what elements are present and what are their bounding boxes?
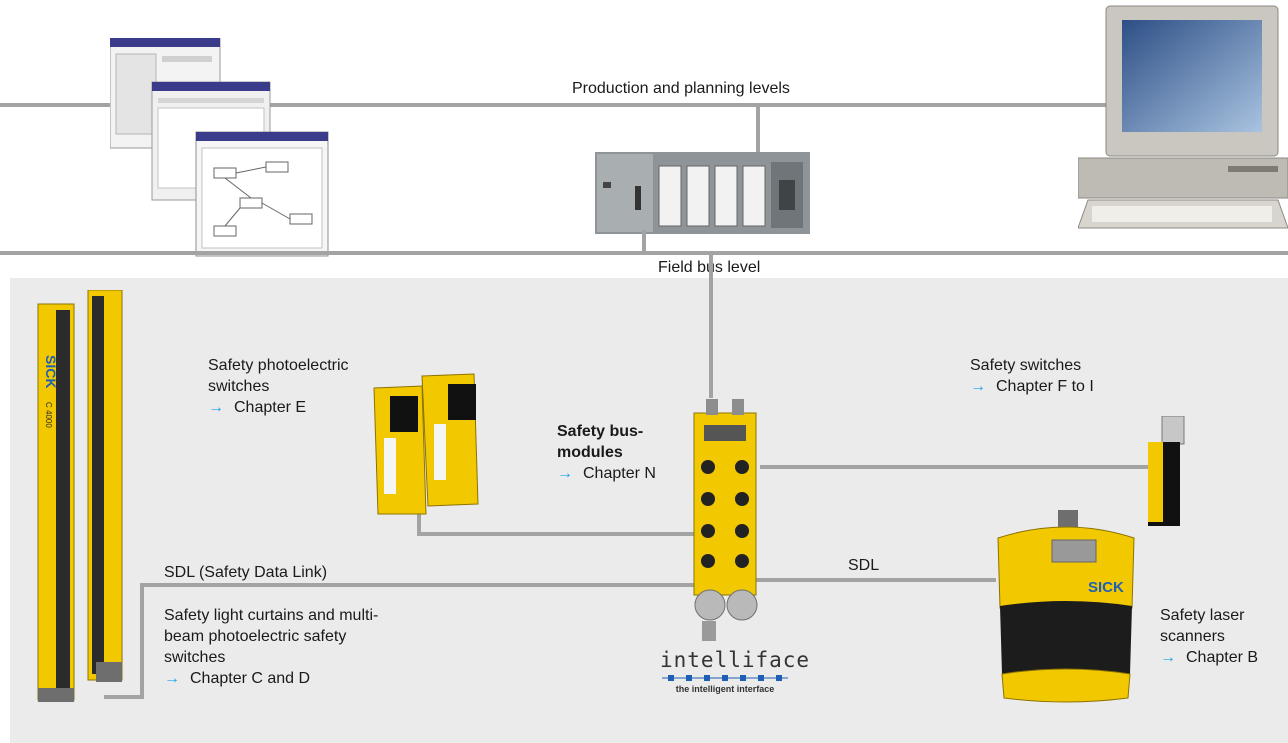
busmodules-chapter-link[interactable]: → Chapter N xyxy=(557,463,656,484)
lightcurtains-chapter-text: Chapter C and D xyxy=(190,670,311,687)
curtain-model-text: C 4000 xyxy=(44,402,53,428)
curtain-link-line xyxy=(104,695,144,699)
field-bus-line xyxy=(0,251,1288,255)
intelliface-dots-graphic xyxy=(662,675,788,681)
switches-label-line1: Safety switches xyxy=(970,357,1082,374)
plc-controller-illustration xyxy=(595,152,810,234)
laserscanners-label-line1: Safety laser xyxy=(1160,607,1245,624)
intelliface-logo: intelliface the intelligent interface xyxy=(660,648,811,694)
lightcurtains-label-line2: beam photoelectric safety xyxy=(164,628,347,645)
lightcurtains-label-line1: Safety light curtains and multi- xyxy=(164,607,379,624)
photoelectric-label-line2: switches xyxy=(208,378,270,395)
sdl-left-line xyxy=(140,583,702,587)
switches-label: Safety switches → Chapter F to I xyxy=(970,355,1094,397)
lightcurtains-chapter-link[interactable]: → Chapter C and D xyxy=(164,668,378,689)
software-window-3 xyxy=(195,131,329,257)
arrow-right-icon: → xyxy=(970,378,986,395)
curtain-brand-text: SICK xyxy=(43,355,59,388)
sdl-right-label: SDL xyxy=(848,557,880,574)
laser-scanner-illustration: SICK xyxy=(997,510,1135,703)
busmodules-label-line2: modules xyxy=(557,444,623,461)
photoelectric-to-busmodule-hline xyxy=(417,532,699,536)
arrow-right-icon: → xyxy=(1160,649,1176,666)
busmodules-label-line1: Safety bus- xyxy=(557,423,644,440)
scanner-brand-text: SICK xyxy=(1088,579,1124,596)
busmodules-chapter-text: Chapter N xyxy=(583,465,656,482)
switches-chapter-text: Chapter F to I xyxy=(996,378,1094,395)
plc-fieldbus-drop xyxy=(642,230,646,253)
software-windows-illustration xyxy=(110,38,329,257)
arrow-right-icon: → xyxy=(557,465,573,482)
production-bus-line xyxy=(0,103,1110,107)
arrow-right-icon: → xyxy=(208,399,224,416)
production-level-label: Production and planning levels xyxy=(572,80,790,97)
photoelectric-label-line1: Safety photoelectric xyxy=(208,357,349,374)
computer-workstation-illustration xyxy=(1078,5,1288,229)
sdl-left-drop xyxy=(140,583,144,699)
laserscanners-label: Safety laser scanners → Chapter B xyxy=(1160,605,1258,668)
photoelectric-chapter-text: Chapter E xyxy=(234,399,307,416)
photoelectric-label: Safety photoelectric switches → Chapter E xyxy=(208,355,349,418)
laserscanners-label-line2: scanners xyxy=(1160,628,1225,645)
lightcurtains-label: Safety light curtains and multi- beam ph… xyxy=(164,605,378,689)
laserscanners-chapter-link[interactable]: → Chapter B xyxy=(1160,647,1258,668)
intelliface-tagline: the intelligent interface xyxy=(675,684,775,694)
plc-uplink-line xyxy=(756,103,760,153)
sdl-left-label: SDL (Safety Data Link) xyxy=(164,564,328,581)
lightcurtains-label-line3: switches xyxy=(164,649,226,666)
busmodules-label: Safety bus- modules → Chapter N xyxy=(557,421,656,484)
safety-switch-illustration xyxy=(1148,416,1185,526)
safety-busmodule-illustration xyxy=(693,399,758,641)
photoelectric-to-busmodule-line xyxy=(417,514,421,536)
intelliface-logo-name: intelliface xyxy=(660,648,811,672)
busmodule-to-switch-line xyxy=(760,465,1155,469)
light-curtains-illustration: SICK C 4000 xyxy=(37,290,123,702)
photoelectric-chapter-link[interactable]: → Chapter E xyxy=(208,397,349,418)
fieldbus-to-busmodule-line xyxy=(709,253,713,398)
arrow-right-icon: → xyxy=(164,670,180,687)
switches-chapter-link[interactable]: → Chapter F to I xyxy=(970,376,1094,397)
laserscanners-chapter-text: Chapter B xyxy=(1186,649,1259,666)
photoelectric-switches-illustration xyxy=(373,373,479,515)
sdl-right-line xyxy=(756,578,996,582)
